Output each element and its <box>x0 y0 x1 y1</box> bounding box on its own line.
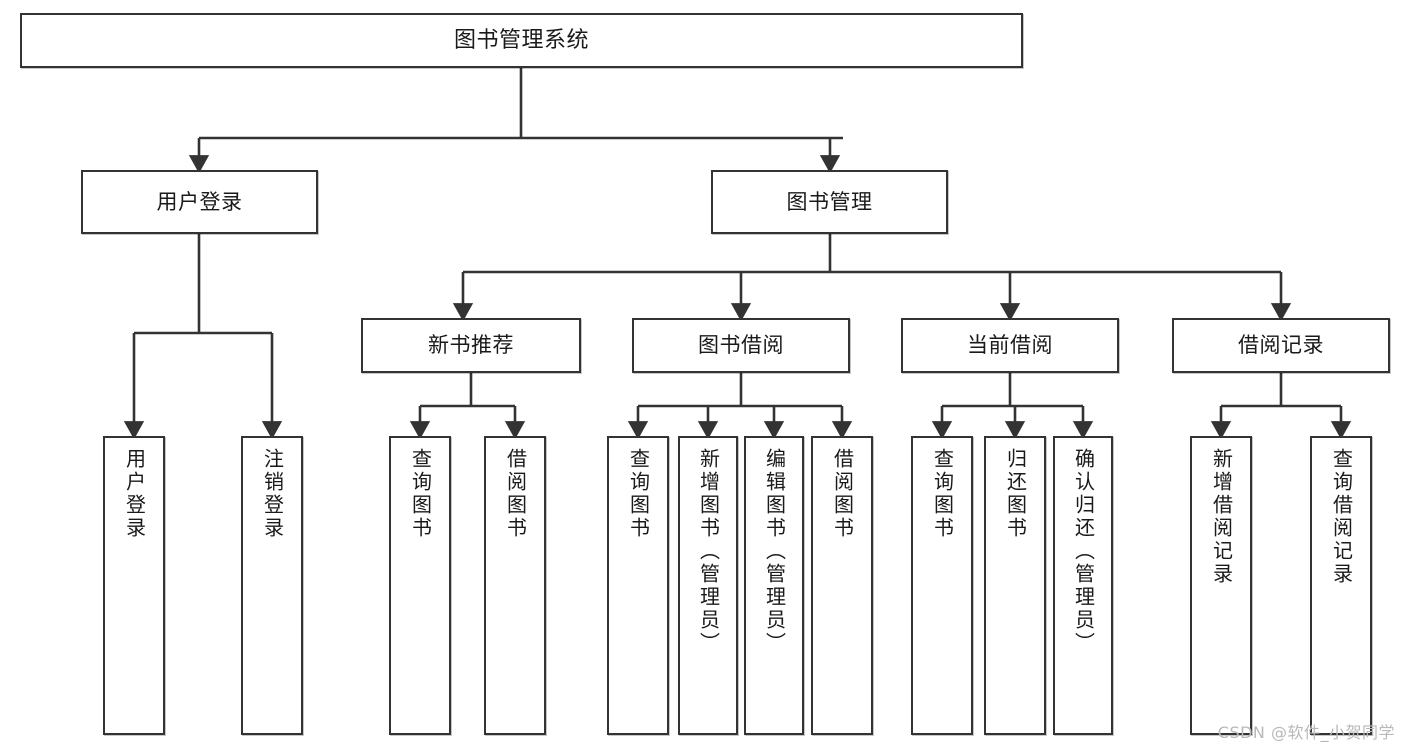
node-leaf-confirm-return[interactable]: 确认归还（管理员） <box>1053 436 1113 735</box>
node-current-borrow[interactable]: 当前借阅 <box>901 318 1119 373</box>
node-leaf-query-book-2-label: 查询图书 <box>626 448 651 540</box>
node-leaf-return-book-label: 归还图书 <box>1003 448 1028 540</box>
node-leaf-confirm-return-label: 确认归还（管理员） <box>1071 448 1096 655</box>
node-leaf-return-book[interactable]: 归还图书 <box>984 436 1046 735</box>
node-user-login[interactable]: 用户登录 <box>81 170 318 234</box>
node-book-borrow[interactable]: 图书借阅 <box>632 318 850 373</box>
node-leaf-add-book[interactable]: 新增图书（管理员） <box>678 436 738 735</box>
node-leaf-edit-book-label: 编辑图书（管理员） <box>762 448 787 655</box>
node-book-manage-label: 图书管理 <box>786 189 873 214</box>
node-root[interactable]: 图书管理系统 <box>20 13 1023 68</box>
node-leaf-add-record[interactable]: 新增借阅记录 <box>1190 436 1252 735</box>
node-leaf-logout[interactable]: 注销登录 <box>241 436 303 735</box>
node-leaf-user-login[interactable]: 用户登录 <box>103 436 165 735</box>
node-leaf-query-book-1[interactable]: 查询图书 <box>389 436 451 735</box>
node-leaf-query-record[interactable]: 查询借阅记录 <box>1310 436 1372 735</box>
node-borrow-record-label: 借阅记录 <box>1238 333 1324 358</box>
node-current-borrow-label: 当前借阅 <box>967 333 1053 358</box>
node-root-label: 图书管理系统 <box>453 27 589 53</box>
node-leaf-add-record-label: 新增借阅记录 <box>1209 448 1234 586</box>
node-leaf-borrow-book-1[interactable]: 借阅图书 <box>484 436 546 735</box>
node-leaf-borrow-book-2[interactable]: 借阅图书 <box>811 436 873 735</box>
node-leaf-query-book-2[interactable]: 查询图书 <box>607 436 669 735</box>
node-borrow-record[interactable]: 借阅记录 <box>1172 318 1390 373</box>
node-leaf-query-book-3[interactable]: 查询图书 <box>911 436 973 735</box>
csdn-watermark: CSDN @软件_小贺同学 <box>1217 723 1395 742</box>
node-leaf-edit-book[interactable]: 编辑图书（管理员） <box>744 436 804 735</box>
node-leaf-query-book-1-label: 查询图书 <box>408 448 433 540</box>
node-leaf-user-login-label: 用户登录 <box>122 448 147 540</box>
node-leaf-logout-label: 注销登录 <box>260 448 285 540</box>
node-book-manage[interactable]: 图书管理 <box>711 170 948 234</box>
node-leaf-borrow-book-1-label: 借阅图书 <box>503 448 528 540</box>
node-leaf-query-book-3-label: 查询图书 <box>930 448 955 540</box>
node-user-login-label: 用户登录 <box>156 189 243 214</box>
node-new-book-rec[interactable]: 新书推荐 <box>361 318 581 373</box>
node-new-book-rec-label: 新书推荐 <box>428 333 514 358</box>
node-leaf-query-record-label: 查询借阅记录 <box>1329 448 1354 586</box>
node-book-borrow-label: 图书借阅 <box>698 333 784 358</box>
node-leaf-add-book-label: 新增图书（管理员） <box>696 448 721 655</box>
node-leaf-borrow-book-2-label: 借阅图书 <box>830 448 855 540</box>
